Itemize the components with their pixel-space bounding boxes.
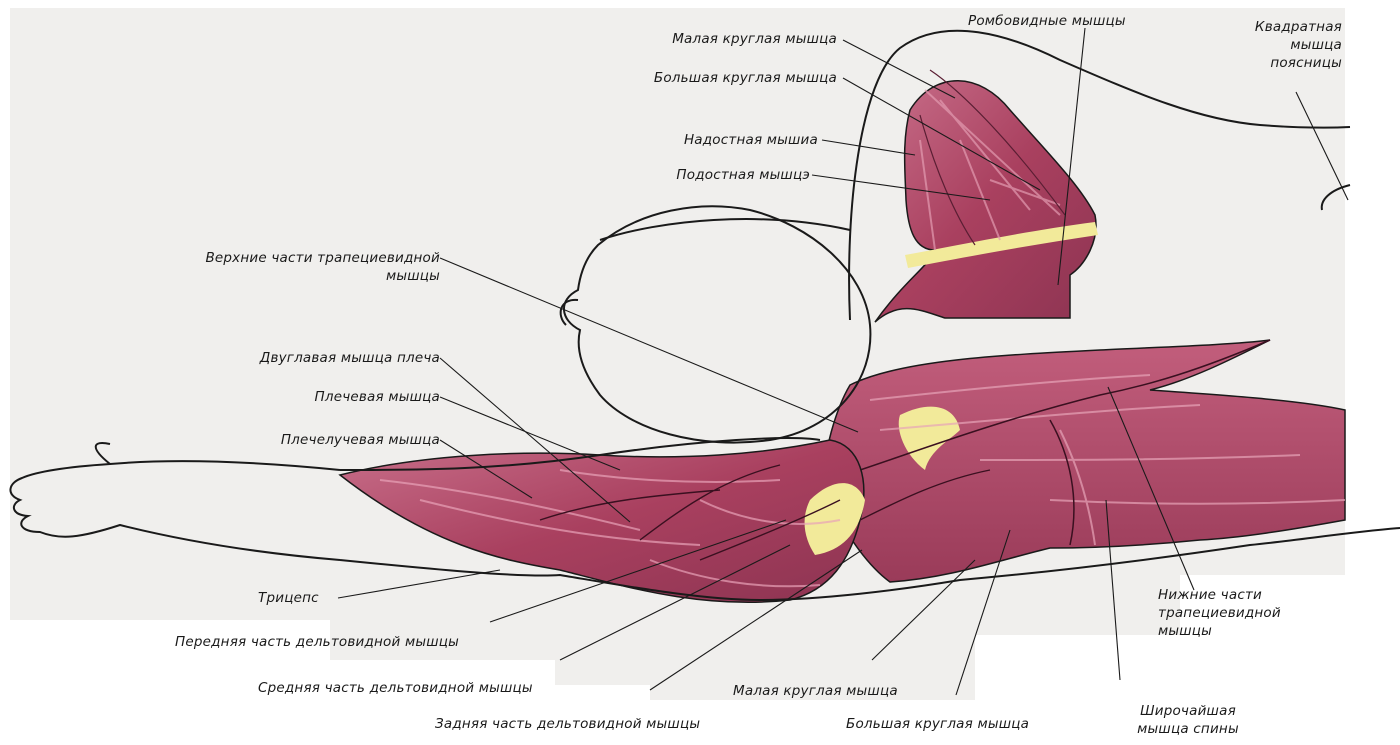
label-teres-major-top: Большая круглая мышца [654, 69, 837, 87]
label-latissimus-dorsi: Широчайшая мышца спины [1118, 702, 1258, 738]
label-rear-deltoid: Задняя часть дельтовидной мышцы [435, 715, 700, 733]
label-front-deltoid: Передняя часть дельтовидной мышцы [175, 633, 459, 651]
label-brachioradialis: Плечелучевая мышца [281, 431, 440, 449]
label-quadratus-lumborum: Квадратная мышца поясницы [1255, 18, 1342, 73]
label-brachialis: Плечевая мышца [315, 388, 440, 406]
label-upper-trapezius: Верхние части трапециевидной мышцы [205, 249, 440, 285]
label-teres-minor-bottom: Малая круглая мышца [733, 682, 898, 700]
label-biceps: Двуглавая мышца плеча [260, 349, 440, 367]
label-infraspinatus: Подостная мышцэ [676, 166, 810, 184]
label-teres-minor-top: Малая круглая мышца [672, 30, 837, 48]
label-mid-deltoid: Средняя часть дельтовидной мышцы [258, 679, 533, 697]
label-triceps: Трицепс [258, 589, 319, 607]
label-supraspinatus: Надостная мышиа [684, 131, 818, 149]
label-teres-major-bottom: Большая круглая мышца [846, 715, 1029, 733]
label-lower-trapezius: Нижние части трапециевидной мышцы [1158, 586, 1281, 641]
label-rhomboids: Ромбовидные мышцы [968, 12, 1126, 30]
